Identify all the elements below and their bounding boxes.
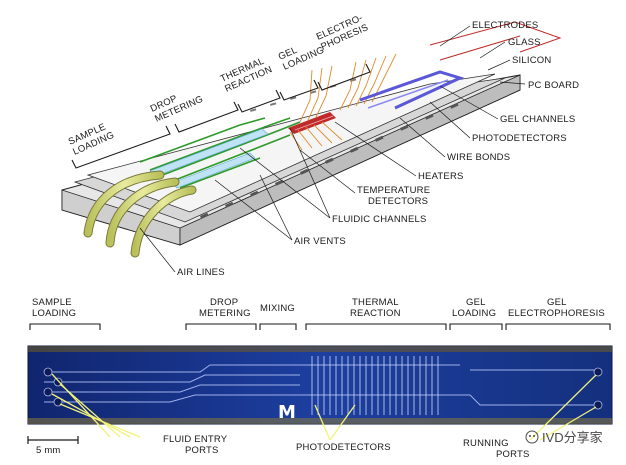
section-label-thermal-1: THERMAL <box>352 297 399 308</box>
section-label-sample-1: SAMPLE <box>32 297 72 308</box>
label-sample-loading: SAMPLE LOADING <box>67 122 116 158</box>
section-label-drop-2: METERING <box>199 308 251 319</box>
gel-channels <box>359 70 465 110</box>
watermark: IVD分享家 <box>525 430 603 445</box>
callout-glass: GLASS <box>508 37 541 48</box>
chip-photo-section: SAMPLE LOADING DROP METERING MIXING THER… <box>27 297 613 460</box>
callout-temperature-detectors-1: TEMPERATURE <box>357 185 430 196</box>
label-electrophoresis: ELECTRO- PHORESIS <box>315 13 370 53</box>
callout-silicon: SILICON <box>512 55 551 66</box>
electrodes <box>429 21 562 61</box>
callout-arrows <box>51 373 597 441</box>
section-label-drop-1: DROP <box>210 297 238 308</box>
callout-gel-channels: GEL CHANNELS <box>500 114 575 125</box>
section-brackets <box>29 323 611 330</box>
section-label-mixing: MIXING <box>260 303 295 314</box>
section-label-electrophoresis-2: ELECTROPHORESIS <box>508 308 605 319</box>
chip-m-logo: M <box>278 402 296 423</box>
callout-temperature-detectors-2: DETECTORS <box>368 196 428 207</box>
callout-fluidic-channels: FLUIDIC CHANNELS <box>332 214 427 225</box>
callout-fluid-entry-ports-1: FLUID ENTRY <box>163 434 228 445</box>
label-drop-metering: DROP METERING <box>149 93 205 125</box>
heater-lines <box>311 356 439 415</box>
callout-photodetectors-bottom: PHOTODETECTORS <box>296 442 391 453</box>
fluidic-channels <box>139 117 301 189</box>
section-label-thermal-2: REACTION <box>350 308 401 319</box>
callout-leaders <box>139 25 526 273</box>
callout-running-ports-1: RUNNING <box>463 438 509 449</box>
wechat-icon <box>525 430 539 444</box>
callout-running-ports-2: PORTS <box>496 449 530 460</box>
section-label-gel-loading-1: GEL <box>466 297 486 308</box>
callout-electrodes: ELECTRODES <box>472 20 538 31</box>
air-lines <box>83 170 197 258</box>
callout-photodetectors: PHOTODETECTORS <box>472 133 567 144</box>
callout-heaters: HEATERS <box>418 171 464 182</box>
heaters <box>288 112 336 134</box>
section-label-gel-loading-2: LOADING <box>452 308 496 319</box>
callout-wire-bonds: WIRE BONDS <box>447 152 510 163</box>
back-bond-pads <box>250 78 357 112</box>
device-diagram: SAMPLE LOADING DROP METERING THERMAL REA… <box>61 13 579 278</box>
callout-fluid-entry-ports-2: PORTS <box>185 445 219 456</box>
callout-pc-board: PC BOARD <box>528 80 579 91</box>
chip-channels <box>44 364 600 406</box>
section-label-sample-2: LOADING <box>32 308 76 319</box>
bond-pads <box>200 102 459 219</box>
chip-body <box>27 345 613 425</box>
scale-bar: 5 mm <box>27 436 79 456</box>
callout-air-lines: AIR LINES <box>177 267 225 278</box>
callout-air-vents: AIR VENTS <box>294 236 346 247</box>
section-label-electrophoresis-1: GEL <box>547 297 567 308</box>
watermark-text: IVD分享家 <box>542 430 603 445</box>
stage-brackets <box>71 63 371 169</box>
scale-label: 5 mm <box>36 445 61 456</box>
label-thermal-reaction: THERMAL REACTION <box>219 56 274 95</box>
